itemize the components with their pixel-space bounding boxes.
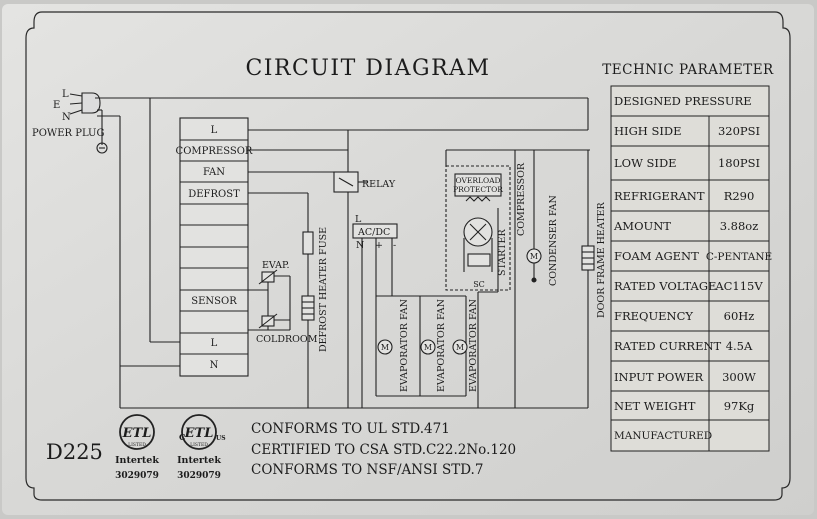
diagram-title: CIRCUIT DIAGRAM [245,56,490,81]
power-plug-label: POWER PLUG [32,128,104,139]
overload-label-line2: PROTECTOR [453,185,503,194]
param-label-refrigerant: REFRIGERANT [614,189,705,203]
starter-icon [467,253,491,267]
param-label-rated-current: RATED CURRENT [614,339,722,353]
evaporator-fan-3-icon [452,339,468,355]
starter-label: STARTER [497,229,508,276]
intertek-1: Intertek [115,455,159,466]
evaporator-fan-1-icon [377,339,393,355]
evaporator-fan-3-label: EVAPORATOR FAN [468,299,479,392]
overload-protector-icon [454,173,502,197]
technic-table [610,85,770,452]
param-label-amount: AMOUNT [613,219,671,233]
acdc-module [352,223,398,239]
param-value-high-side: 320PSI [718,124,760,138]
terminal-sensor: SENSOR [191,296,237,307]
param-value-input-power: 300W [722,370,756,384]
param-label-net-weight: NET WEIGHT [614,399,696,413]
ground-icon [96,142,108,154]
etl-mark-1: ETL [122,426,152,441]
param-value-amount: 3.88oz [720,219,759,233]
param-label-rated-voltage: RATED VOLTAGE [614,279,716,293]
param-value-rated-voltage: AC115V [714,279,763,293]
standard-ul: CONFORMS TO UL STD.471 [251,421,450,437]
etl-us-mark: US [216,435,226,442]
etl-c-mark: C [179,432,185,442]
relay-label: RELAY [362,179,396,190]
param-value-net-weight: 97Kg [724,399,755,413]
acdc-plus-label: + [375,240,383,251]
param-label-input-power: INPUT POWER [614,370,704,384]
etl-listed-2: LISTED [190,442,208,448]
acdc-n-label: N [356,240,364,251]
terminal-defrost: DEFROST [188,189,240,200]
acdc-minus-label: - [393,240,396,251]
condenser-fan-motor-label: M [530,252,538,261]
standard-nsf: CONFORMS TO NSF/ANSI STD.7 [251,462,483,478]
param-value-low-side: 180PSI [718,156,760,170]
etl-listed-1: LISTED [128,442,146,448]
param-value-foam-agent: C-PENTANE [706,251,772,263]
condenser-fan-label: CONDENSER FAN [548,195,559,286]
overload-label-line1: OVERLOAD [455,176,500,185]
evaporator-fan-2-icon [420,339,436,355]
evaporator-fan-2-label: EVAPORATOR FAN [436,299,447,392]
param-value-refrigerant: R290 [724,189,755,203]
plug-pin-l: L [62,89,69,100]
defrost-heater-label: DEFROST HEATER [318,257,329,352]
compressor-box [445,165,511,291]
param-value-rated-current: 4.5A [726,339,753,353]
terminal-l-top: L [211,125,218,136]
terminal-l-bottom: L [211,338,218,349]
evaporator-fan-1-label: EVAPORATOR FAN [399,299,410,392]
acdc-l-label: L [355,214,362,225]
evaporator-fan-2-motor-label: M [424,343,432,352]
plate-border [25,11,791,501]
terminal-n: N [210,360,219,371]
terminal-fan: FAN [203,167,225,178]
evaporator-fan-3-motor-label: M [456,343,464,352]
terminal-compressor: COMPRESSOR [176,146,253,157]
param-label-foam-agent: FOAM AGENT [614,249,699,263]
etl-mark-2: ETL [184,426,214,441]
technic-title: TECHNIC PARAMETER [602,62,774,78]
fuse-icon [302,231,314,255]
evap-label: EVAP. [262,260,290,271]
param-label-manufactured: MANUFACTURED [614,430,712,442]
compressor-label: COMPRESSOR [516,162,527,236]
param-label-high-side: HIGH SIDE [614,124,681,138]
param-label-low-side: LOW SIDE [614,156,677,170]
coldroom-label: COLDROOM [256,334,318,345]
cert-number-2: 3029079 [177,471,221,481]
evaporator-fan-1-motor-label: M [381,343,389,352]
model-code: D225 [46,440,103,464]
param-value-frequency: 60Hz [724,309,755,323]
fuse-label: FUSE [318,227,329,255]
etl-logo-2: ETL LISTED C US Intertek 3029079 [177,414,226,481]
door-frame-heater-label: DOOR FRAME HEATER [596,202,607,318]
etl-logo-1: ETL LISTED Intertek 3029079 [115,414,159,481]
plug-pin-e: E [53,100,60,111]
standard-csa: CERTIFIED TO CSA STD.C22.2No.120 [251,442,516,458]
designed-pressure-label: DESIGNED PRESSURE [614,94,752,108]
sc-label: SC [473,280,485,289]
param-label-frequency: FREQUENCY [614,309,693,323]
plug-pin-n: N [62,112,71,123]
acdc-label: AC/DC [357,227,390,238]
intertek-2: Intertek [177,455,221,466]
cert-number-1: 3029079 [115,471,159,481]
